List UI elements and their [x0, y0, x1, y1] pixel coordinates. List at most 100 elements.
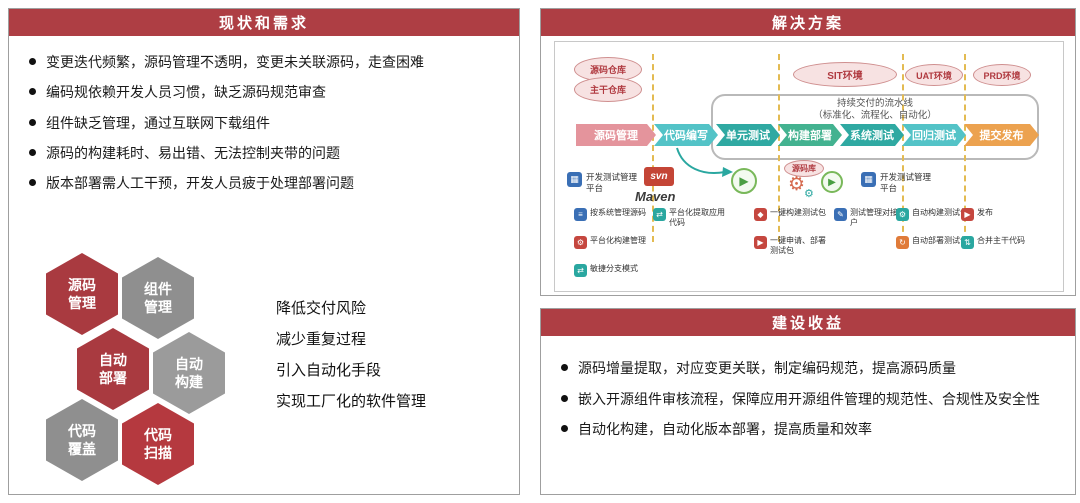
- capability-label: 合并主干代码: [977, 236, 1025, 245]
- capability-label: 按系统管理源码: [590, 208, 646, 217]
- bullet-icon: [29, 118, 36, 126]
- repo-label: 主干仓库: [589, 85, 626, 95]
- package-icon: ◆: [754, 208, 767, 221]
- gear-icon: ⚙: [896, 208, 909, 221]
- stage-label: 回归测试: [912, 130, 956, 142]
- capability-label: 发布: [977, 208, 993, 217]
- repo-label: 源码仓库: [589, 65, 626, 75]
- svn-label: svn: [650, 171, 668, 182]
- bullet-item: 编码规依赖开发人员习惯，缺乏源码规范审查: [29, 82, 503, 102]
- branch-icon: ⇄: [574, 264, 587, 277]
- env-ellipse-sit: SIT环境: [793, 62, 897, 87]
- benefits-header: 建设收益: [541, 309, 1075, 336]
- bullet-text: 组件缺乏管理，通过互联网下载组件: [46, 114, 270, 131]
- hexagon-source-mgmt: 源码管理: [46, 253, 118, 335]
- pipeline-stage-coding: 代码编写: [654, 124, 718, 146]
- env-ellipse-prd: PRD环境: [973, 64, 1031, 86]
- capability-merge-trunk: ⇅ 合并主干代码: [961, 236, 1025, 249]
- benefits-bullet-list: 源码增量提取，对应变更关联，制定编码规范，提高源码质量 嵌入开源组件审核流程，保…: [541, 336, 1075, 441]
- panel-solution: 解决方案 源码仓库 主干仓库 SIT环境 UAT环境 PRD环境: [540, 8, 1076, 296]
- gear-icon: ⚙: [788, 174, 806, 195]
- capability-label: 敏捷分支模式: [590, 264, 638, 273]
- env-label: PRD环境: [983, 70, 1021, 81]
- capability-extract-code: ⇄ 平台化提取应用代码: [653, 208, 729, 227]
- gear-icon: ⚙: [574, 236, 587, 249]
- pipeline-caption-line1: 持续交付的流水线: [836, 98, 913, 109]
- bullet-text: 嵌入开源组件审核流程，保障应用开源组件管理的规范性、合规性及安全性: [578, 390, 1040, 407]
- goal-text-block: 降低交付风险 减少重复过程 引入自动化手段 实现工厂化的软件管理: [276, 293, 426, 417]
- pipeline-caption: 持续交付的流水线 （标准化、流程化、自动化）: [711, 98, 1039, 123]
- solution-header: 解决方案: [541, 9, 1075, 36]
- platform-icon: ▦: [567, 172, 582, 187]
- stage-label: 构建部署: [788, 130, 832, 142]
- panel-benefits: 建设收益 源码增量提取，对应变更关联，制定编码规范，提高源码质量 嵌入开源组件审…: [540, 308, 1076, 495]
- pipeline-stage-unit-test: 单元测试: [716, 124, 780, 146]
- refresh-icon: ↻: [896, 236, 909, 249]
- env-ellipse-uat: UAT环境: [905, 64, 963, 86]
- capability-test-mgmt-integration: ✎ 测试管理对接客户: [834, 208, 910, 227]
- env-divider-line: [778, 54, 780, 242]
- dev-test-platform-right: ▦ 开发测试管理平台: [861, 172, 937, 194]
- pipeline-stage-system-test: 系统测试: [840, 124, 904, 146]
- hexagon-label: 源码管理: [68, 276, 96, 311]
- bullet-icon: [29, 58, 36, 65]
- capability-auto-deploy-package: ↻ 自动部署测试包: [896, 236, 968, 249]
- play-icon: ▶: [754, 236, 767, 249]
- gear-icon: ⚙: [804, 188, 814, 200]
- repo-ellipse-trunk: 主干仓库: [574, 77, 642, 102]
- system-list-icon: ≡: [574, 208, 587, 221]
- capability-publish: ▶ 发布: [961, 208, 993, 221]
- capability-label: 一键申请、部署测试包: [770, 236, 826, 255]
- bullet-item: 嵌入开源组件审核流程，保障应用开源组件管理的规范性、合规性及安全性: [561, 389, 1059, 411]
- publish-icon: ▶: [961, 208, 974, 221]
- capability-auto-build-package: ⚙ 自动构建测试包: [896, 208, 968, 221]
- bullet-icon: [29, 148, 36, 156]
- bullet-text: 版本部署需人工干预，开发人员疲于处理部署问题: [46, 175, 354, 192]
- diagram-frame: [554, 41, 1064, 292]
- bullet-icon: [561, 425, 568, 433]
- capability-label: 平台化构建管理: [590, 236, 646, 245]
- bullet-text: 编码规依赖开发人员习惯，缺乏源码规范审查: [46, 84, 326, 101]
- hexagon-auto-build: 自动构建: [153, 332, 225, 414]
- solution-diagram: 源码仓库 主干仓库 SIT环境 UAT环境 PRD环境 持续交付的流水线 （标准…: [541, 36, 1077, 297]
- benefits-title: 建设收益: [771, 315, 844, 332]
- play-glyph: ▶: [739, 174, 749, 188]
- bullet-item: 版本部署需人工干预，开发人员疲于处理部署问题: [29, 173, 503, 193]
- hexagon-label: 自动部署: [99, 351, 127, 386]
- capability-label: 平台化提取应用代码: [669, 208, 725, 227]
- capability-label: 一键构建测试包: [770, 208, 826, 217]
- play-icon: ▶: [821, 171, 843, 193]
- bullet-item: 自动化构建，自动化版本部署，提高质量和效率: [561, 419, 1059, 441]
- bullet-item: 源码增量提取，对应变更关联，制定编码规范，提高源码质量: [561, 358, 1059, 380]
- current-status-header: 现状和需求: [9, 9, 519, 36]
- solution-title: 解决方案: [771, 15, 844, 32]
- env-divider-line: [902, 54, 904, 242]
- stage-label: 提交发布: [979, 130, 1024, 142]
- pipeline-stage-build-deploy: 构建部署: [778, 124, 842, 146]
- bullet-item: 组件缺乏管理，通过互联网下载组件: [29, 113, 503, 133]
- goal-line: 降低交付风险: [276, 300, 367, 317]
- source-lib-ellipse: 源码库: [784, 160, 824, 177]
- capability-build-test-package: ◆ 一键构建测试包: [754, 208, 826, 221]
- pipeline-stage-regression-test: 回归测试: [902, 124, 966, 146]
- capability-platform-build-mgmt: ⚙ 平台化构建管理: [574, 236, 646, 249]
- current-status-title: 现状和需求: [218, 15, 309, 32]
- stage-label: 单元测试: [726, 130, 770, 142]
- stage-label: 系统测试: [850, 130, 894, 142]
- bullet-item: 变更迭代频繁，源码管理不透明，变更未关联源码，走查困难: [29, 52, 503, 72]
- maven-logo: Maven: [635, 189, 676, 204]
- capability-manage-source: ≡ 按系统管理源码: [574, 208, 646, 221]
- bullet-icon: [561, 364, 568, 371]
- dev-test-platform-left: ▦ 开发测试管理平台: [567, 172, 643, 194]
- sync-icon: ⇄: [653, 208, 666, 221]
- capability-label: 自动部署测试包: [912, 236, 968, 245]
- bullet-text: 源码的构建耗时、易出错、无法控制夹带的问题: [46, 144, 340, 161]
- capability-agile-branching: ⇄ 敏捷分支模式: [574, 264, 638, 277]
- bullet-text: 自动化构建，自动化版本部署，提高质量和效率: [578, 421, 872, 438]
- panel-current-status: 现状和需求 变更迭代频繁，源码管理不透明，变更未关联源码，走查困难 编码规依赖开…: [8, 8, 520, 495]
- source-lib-label: 源码库: [792, 164, 816, 173]
- capability-one-click-deploy: ▶ 一键申请、部署测试包: [754, 236, 830, 255]
- capability-label: 自动构建测试包: [912, 208, 968, 217]
- bullet-text: 变更迭代频繁，源码管理不透明，变更未关联源码，走查困难: [46, 54, 424, 70]
